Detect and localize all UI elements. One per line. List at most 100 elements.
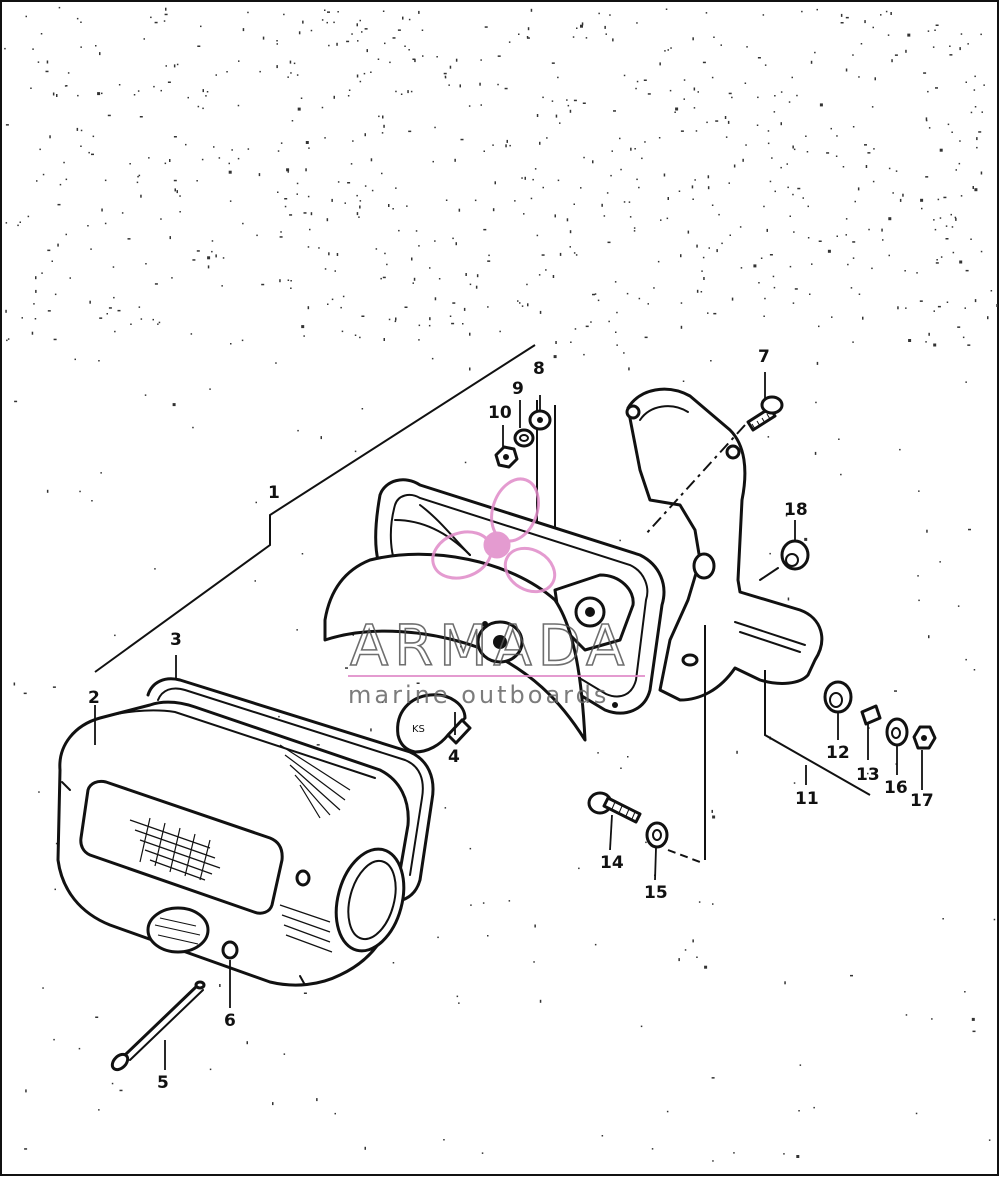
- scan-speck: [927, 90, 929, 93]
- scan-speck: [356, 194, 358, 197]
- scan-speck: [359, 19, 361, 22]
- scan-speck: [480, 59, 482, 61]
- scan-speck: [567, 104, 570, 107]
- scan-speck: [526, 36, 529, 38]
- scan-speck: [578, 867, 580, 870]
- scan-speck: [42, 987, 44, 989]
- scan-speck: [926, 529, 928, 533]
- scan-speck: [789, 215, 791, 217]
- scan-speck: [454, 158, 456, 162]
- scan-speck: [241, 339, 244, 342]
- scan-speck: [928, 332, 930, 336]
- scan-speck: [504, 87, 508, 90]
- scan-speck: [773, 286, 776, 289]
- scan-speck: [566, 99, 568, 101]
- long-screw: [110, 980, 206, 1072]
- scan-speck: [976, 146, 978, 149]
- scan-speck: [532, 178, 534, 181]
- scan-speck: [247, 148, 250, 150]
- scan-speck: [814, 451, 817, 455]
- scan-speck: [418, 324, 421, 327]
- scan-speck: [483, 150, 485, 152]
- callout-18: 18: [784, 500, 808, 520]
- scan-speck: [231, 149, 233, 151]
- scan-speck: [458, 208, 461, 212]
- scan-speck: [729, 234, 731, 236]
- scan-speck: [845, 218, 848, 220]
- scan-speck: [860, 43, 863, 45]
- scan-speck: [585, 37, 588, 39]
- scan-speck: [887, 34, 890, 36]
- scan-speck: [152, 318, 154, 321]
- scan-speck: [19, 221, 21, 223]
- scan-speck: [745, 144, 747, 146]
- scan-speck: [762, 14, 765, 16]
- scan-speck: [408, 18, 411, 21]
- scan-speck: [468, 105, 471, 107]
- scan-speck: [710, 360, 712, 362]
- scan-speck: [45, 70, 49, 73]
- scan-speck: [258, 173, 261, 177]
- scan-speck: [792, 193, 794, 196]
- scan-speck: [976, 137, 978, 141]
- scan-speck: [947, 123, 950, 126]
- scan-speck: [852, 341, 854, 343]
- scan-speck: [138, 174, 141, 177]
- scan-speck: [46, 60, 49, 64]
- scan-speck: [445, 199, 448, 201]
- scan-speck: [69, 277, 71, 279]
- scan-speck: [931, 1018, 933, 1020]
- scan-speck: [609, 14, 611, 16]
- scan-speck: [731, 96, 733, 99]
- scan-speck: [286, 168, 290, 172]
- scan-speck: [601, 1135, 604, 1137]
- washer-15: [645, 821, 669, 849]
- scan-speck: [557, 179, 560, 182]
- scan-speck: [397, 29, 401, 31]
- scan-speck: [305, 168, 307, 172]
- scan-speck: [802, 197, 804, 199]
- scan-speck: [99, 52, 101, 56]
- scan-speck: [382, 276, 386, 279]
- scan-speck: [359, 80, 362, 83]
- callout-16: 16: [884, 778, 908, 798]
- scan-speck: [487, 260, 491, 262]
- scan-speck: [215, 254, 217, 258]
- scan-speck: [626, 292, 629, 295]
- scan-speck: [7, 338, 10, 340]
- scan-speck: [968, 528, 971, 531]
- scan-speck: [76, 127, 79, 131]
- scan-speck: [321, 106, 324, 109]
- scan-speck: [492, 208, 495, 212]
- scan-speck: [864, 20, 866, 24]
- scan-speck: [364, 1146, 366, 1150]
- scan-speck: [35, 289, 37, 293]
- scan-speck: [74, 358, 76, 361]
- scan-speck: [352, 140, 354, 142]
- scan-speck: [951, 226, 954, 228]
- scan-speck: [667, 197, 669, 200]
- scan-speck: [666, 217, 669, 220]
- scan-speck: [959, 47, 961, 51]
- scan-speck: [242, 222, 244, 225]
- mounting-bracket: [625, 387, 824, 702]
- scan-speck: [526, 283, 528, 286]
- scan-speck: [237, 104, 240, 107]
- scan-speck: [636, 22, 638, 24]
- scan-speck: [408, 49, 410, 51]
- scan-speck: [542, 186, 544, 189]
- scan-speck: [957, 326, 961, 328]
- scan-speck: [539, 141, 541, 145]
- scan-speck: [361, 315, 365, 317]
- scan-speck: [371, 189, 374, 192]
- scan-speck: [760, 257, 763, 259]
- scan-speck: [764, 64, 767, 66]
- scan-speck: [412, 58, 416, 60]
- scan-speck: [443, 72, 447, 75]
- callout-8: 8: [533, 359, 545, 379]
- scan-speck: [615, 331, 617, 333]
- scan-speck: [806, 151, 809, 153]
- scan-speck: [455, 58, 458, 62]
- scan-speck: [964, 991, 966, 993]
- scan-speck: [497, 83, 499, 86]
